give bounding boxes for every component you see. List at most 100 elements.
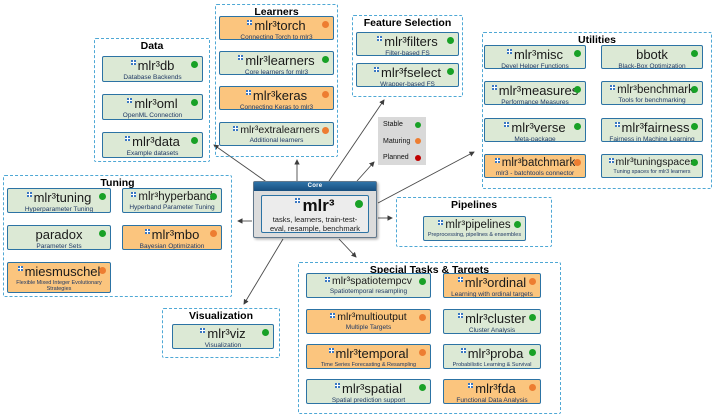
package-name: mlr³verse	[511, 120, 566, 135]
status-dot-maturing	[419, 314, 426, 321]
group-title-tuning: Tuning	[100, 177, 135, 189]
package-name: mlr³fda	[475, 381, 516, 396]
package-name: mlr³hyperband	[138, 191, 213, 203]
package-name: mlr³data	[132, 134, 180, 149]
package-caption: Time Series Forecasting & Resampling	[320, 361, 417, 368]
package-caption: Cluster Analysis	[468, 326, 516, 334]
group-title-feature_selection: Feature Selection	[363, 17, 452, 29]
status-dot-stable	[691, 50, 698, 57]
package-name: mlr³spatial	[342, 381, 402, 396]
package-caption: Wrapper-based FS	[380, 80, 435, 87]
status-dot-maturing	[210, 230, 217, 237]
status-dot-stable	[99, 230, 106, 237]
package-name: mlr³proba	[467, 346, 524, 361]
package-caption: Multiple Targets	[345, 324, 392, 332]
package-caption: Spatiotemporal resampling	[329, 288, 408, 296]
legend-item-stable: Stable	[383, 121, 421, 128]
package-caption: Additional learners	[249, 137, 304, 145]
package-caption: Spatial prediction support	[331, 396, 406, 404]
mlr3-logo-icon	[438, 220, 444, 225]
status-dot-maturing	[574, 159, 581, 166]
mlr3-logo-icon	[468, 383, 474, 388]
package-name: mlr³batchmark	[501, 157, 576, 169]
status-dot-maturing	[529, 384, 536, 391]
status-dot-maturing	[322, 21, 329, 28]
mlr3-logo-icon	[457, 277, 463, 282]
legend-label: Planned	[383, 154, 409, 161]
mlr3-logo-icon	[374, 67, 380, 72]
legend-dot-planned	[415, 154, 421, 161]
status-dot-stable	[447, 37, 454, 44]
mlr3-logo-icon	[458, 313, 464, 318]
core-inner-box: mlr³ tasks, learners, train-test-eval, r…	[261, 195, 369, 233]
mlr3-logo-icon	[247, 20, 253, 25]
package-name: mlr³temporal	[335, 346, 409, 361]
package-name: mlr³oml	[134, 96, 178, 111]
status-dot-maturing	[322, 91, 329, 98]
package-name: mlr³multioutput	[337, 311, 407, 323]
mlr3-logo-icon	[494, 158, 500, 163]
package-caption: Database Backends	[123, 73, 182, 81]
package-caption: Bayesian Optimization	[139, 242, 205, 250]
group-feature_selection: Feature Selection	[352, 15, 463, 97]
mlr3-logo-icon	[17, 266, 23, 271]
status-dot-stable	[419, 384, 426, 391]
status-dot-stable	[322, 56, 329, 63]
package-caption: Functional Data Analysis	[456, 396, 528, 404]
legend-label: Stable	[383, 121, 403, 128]
group-title-pipelines: Pipelines	[450, 199, 498, 211]
group-utilities: Utilities	[482, 32, 712, 189]
package-caption: Preprocessing, pipelines & ensembles	[427, 232, 522, 239]
status-dot-stable	[210, 193, 217, 200]
mlr3-logo-icon	[127, 98, 133, 103]
package-name: mlr³filters	[384, 34, 438, 49]
core-box[interactable]: Core mlr³ tasks, learners, train-test-ev…	[253, 181, 377, 238]
status-dot-stable	[355, 200, 363, 208]
package-name: mlr³learners	[245, 53, 315, 68]
package-caption: Visualization	[204, 341, 242, 349]
legend-item-maturing: Maturing	[383, 138, 421, 145]
mlr3-logo-icon	[614, 122, 620, 127]
package-caption: Meta-package	[514, 135, 556, 142]
status-dot-stable	[514, 221, 521, 228]
status-dot-stable	[191, 99, 198, 106]
package-name: mlr³extralearners	[240, 124, 320, 136]
status-dot-stable	[574, 50, 581, 57]
package-name: mlr³fselect	[381, 65, 441, 80]
mlr3-logo-icon	[325, 277, 331, 282]
package-name: mlr³spatiotempcv	[332, 275, 412, 287]
